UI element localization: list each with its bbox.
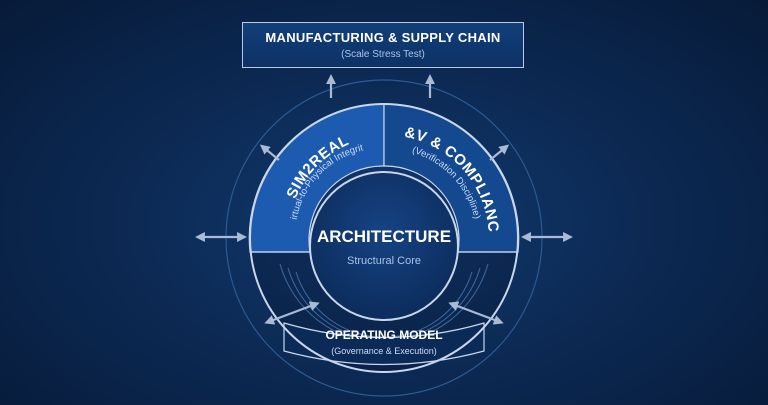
arrow-lower-right — [448, 301, 504, 325]
architecture-core — [309, 171, 459, 321]
manufacturing-supply-chain-box: MANUFACTURING & SUPPLY CHAIN (Scale Stre… — [242, 22, 524, 68]
operating-model-band — [283, 322, 485, 366]
manufacturing-title: MANUFACTURING & SUPPLY CHAIN — [265, 30, 501, 45]
architecture-title: ARCHITECTURE — [317, 227, 451, 246]
sim2real-subtitle: (Virtual-to-Physical Integrity) — [0, 0, 364, 221]
main-ring-outline — [249, 103, 519, 373]
arrow-lower-left — [264, 301, 320, 325]
architecture-subtitle: Structural Core — [347, 255, 421, 267]
manufacturing-subtitle: (Scale Stress Test) — [341, 49, 425, 60]
outward-arrows — [195, 74, 573, 325]
arrow-diag-upper-left — [259, 144, 280, 161]
arrow-diag-upper-right — [489, 144, 510, 161]
operating-model-title: OPERATING MODEL — [325, 328, 442, 342]
operating-model-subtitle: (Governance & Execution) — [331, 346, 437, 356]
